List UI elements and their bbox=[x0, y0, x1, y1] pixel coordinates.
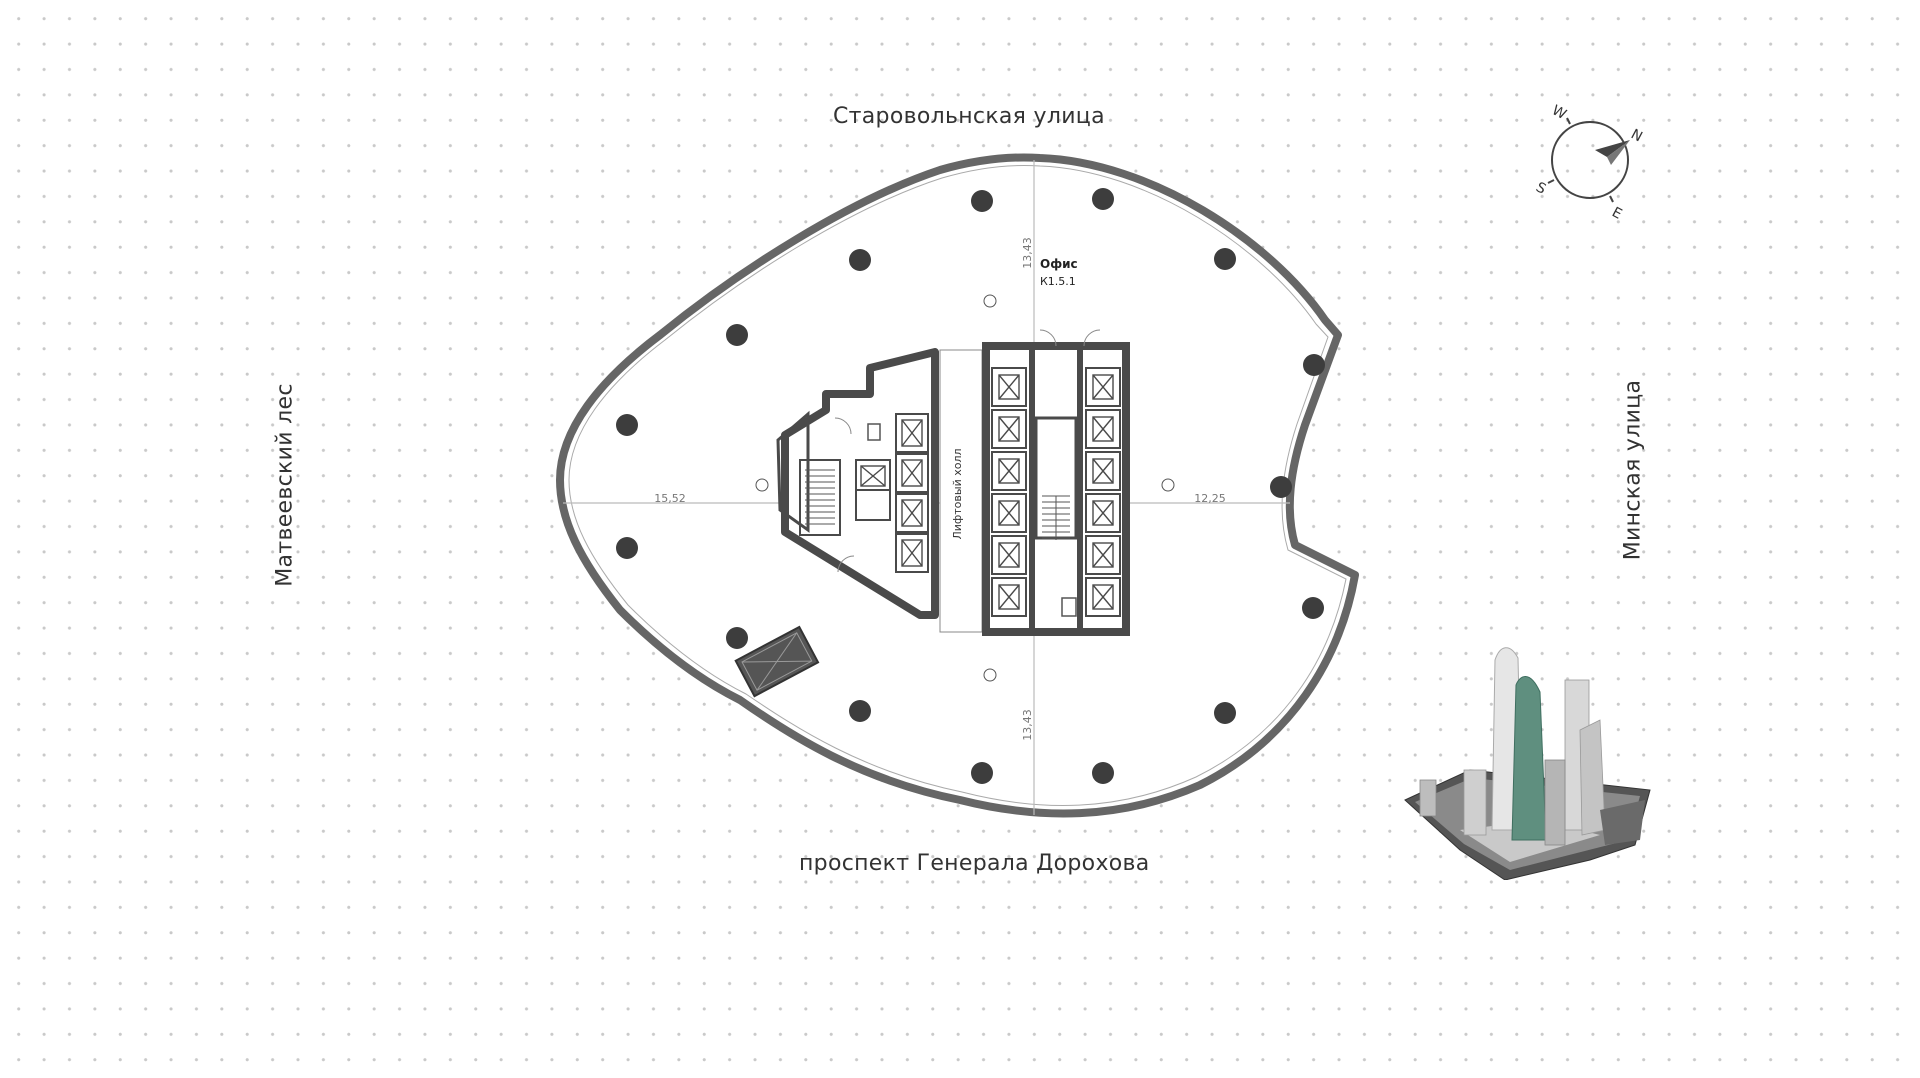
north-arrow-icon bbox=[1595, 140, 1630, 157]
column bbox=[1214, 248, 1236, 270]
door-icon bbox=[1039, 329, 1057, 347]
compass-n: N bbox=[1628, 126, 1645, 145]
wc-icon bbox=[867, 423, 881, 441]
elevator-shafts-right bbox=[991, 367, 1121, 617]
drain-icon bbox=[1161, 478, 1175, 492]
column bbox=[616, 537, 638, 559]
compass-e: E bbox=[1609, 204, 1624, 222]
dimension-south: 13,43 bbox=[1021, 709, 1034, 741]
street-label-north: Старовольнская улица bbox=[833, 104, 1105, 129]
column bbox=[726, 324, 748, 346]
lift-hall-label: Лифтовый холл bbox=[951, 448, 964, 539]
door-icon bbox=[837, 555, 855, 573]
compass-s: S bbox=[1533, 179, 1548, 197]
drain-icon bbox=[983, 294, 997, 308]
column bbox=[849, 249, 871, 271]
stair-right bbox=[1042, 495, 1070, 540]
drain-icon bbox=[755, 478, 769, 492]
office-title: Офис bbox=[1040, 257, 1078, 271]
door-icon bbox=[1083, 329, 1101, 347]
column bbox=[1303, 354, 1325, 376]
columns bbox=[616, 188, 1325, 784]
column bbox=[1092, 762, 1114, 784]
column bbox=[726, 627, 748, 649]
equipment-unit bbox=[734, 625, 820, 698]
column bbox=[849, 700, 871, 722]
complex-thumbnail bbox=[1404, 647, 1651, 880]
core-left-wing bbox=[781, 348, 939, 619]
tower-highlighted bbox=[1511, 676, 1547, 841]
wc-icon bbox=[1061, 597, 1077, 617]
building-core: Лифтовый холл bbox=[776, 329, 1130, 636]
column bbox=[1092, 188, 1114, 210]
compass-ring bbox=[1551, 121, 1629, 199]
compass-w: W bbox=[1549, 102, 1569, 123]
dimension-east: 12,25 bbox=[1194, 492, 1226, 505]
column bbox=[1214, 702, 1236, 724]
door-icon bbox=[834, 417, 852, 435]
drain-icon bbox=[983, 668, 997, 682]
column bbox=[616, 414, 638, 436]
lift-hall bbox=[939, 349, 983, 633]
tower-small-left bbox=[1419, 779, 1437, 817]
core-left-outer bbox=[776, 410, 810, 533]
street-label-south: проспект Генерала Дорохова bbox=[799, 851, 1150, 876]
column bbox=[1302, 597, 1324, 619]
dimension-north: 13,43 bbox=[1021, 237, 1034, 269]
stair-left bbox=[805, 469, 835, 525]
elevator-shafts-left bbox=[799, 413, 929, 573]
tower-mid-left bbox=[1463, 769, 1487, 836]
building-outline-inner bbox=[568, 165, 1347, 807]
drain-markers bbox=[755, 294, 1175, 682]
column bbox=[971, 190, 993, 212]
dimension-west: 15,52 bbox=[654, 492, 686, 505]
office-code: К1.5.1 bbox=[1040, 275, 1076, 288]
column bbox=[1270, 476, 1292, 498]
compass: N E S W bbox=[1533, 102, 1645, 222]
column bbox=[971, 762, 993, 784]
